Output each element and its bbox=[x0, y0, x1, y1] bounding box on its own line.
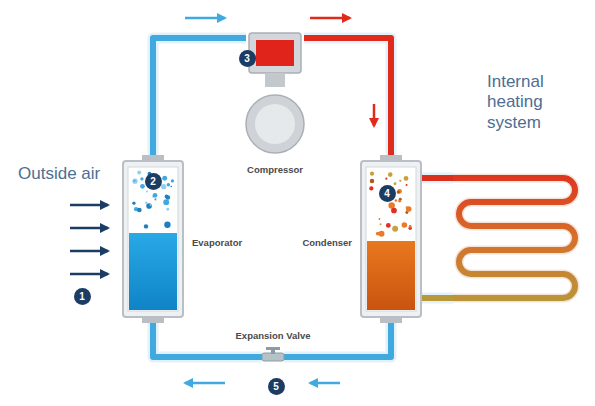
compressor-unit: Compressor bbox=[246, 30, 304, 156]
tank-shell bbox=[123, 161, 183, 317]
flow-arrows bbox=[185, 18, 374, 383]
valve-body bbox=[262, 353, 284, 361]
tank-glass bbox=[128, 167, 178, 311]
compressor-rotor bbox=[255, 104, 295, 144]
callout-number: 3 bbox=[239, 50, 256, 67]
refrigerant-pipe bbox=[422, 295, 453, 301]
pipe-glow bbox=[304, 38, 391, 155]
refrigerant-pipe bbox=[422, 175, 453, 181]
air-arrows bbox=[70, 205, 108, 274]
expansion-valve-figure bbox=[262, 348, 284, 366]
node-label: Expansion Valve bbox=[236, 330, 311, 341]
pipe-glow bbox=[153, 38, 246, 155]
tank-shell bbox=[361, 161, 421, 317]
flow-arrow bbox=[185, 382, 225, 385]
flow-arrow bbox=[373, 104, 376, 126]
refrigerant-pipe bbox=[153, 38, 246, 155]
compressor-neck bbox=[265, 73, 285, 87]
flow-arrow bbox=[310, 382, 340, 385]
node-label: Internal heating system bbox=[487, 72, 561, 133]
node-label: Compressor bbox=[247, 164, 303, 175]
gas-bubbles bbox=[369, 172, 412, 237]
callout-number: 2 bbox=[145, 173, 162, 190]
air-label: Outside air bbox=[18, 164, 100, 184]
condenser-tank-figure bbox=[360, 155, 422, 323]
liquid-fill bbox=[367, 241, 415, 310]
node-label: Evaporator bbox=[192, 237, 242, 248]
refrigerant-pipe bbox=[304, 38, 391, 155]
flow-arrow bbox=[310, 17, 350, 20]
condenser-tank: Condenser bbox=[360, 155, 422, 323]
callout-number: 5 bbox=[268, 378, 285, 395]
compressor-body bbox=[246, 95, 304, 153]
node-label: Condenser bbox=[302, 237, 352, 248]
tank-glass bbox=[366, 167, 416, 311]
valve-handle bbox=[266, 347, 280, 350]
callout-number: 4 bbox=[379, 185, 396, 202]
callout-number: 1 bbox=[74, 288, 91, 305]
expansion-valve: Expansion Valve bbox=[262, 348, 284, 366]
pipe-glow bbox=[422, 293, 453, 304]
heating-coil: Internal heating system bbox=[453, 70, 575, 310]
pipes bbox=[153, 38, 453, 357]
compression-chamber bbox=[256, 40, 294, 66]
heating-pipe bbox=[453, 178, 575, 298]
coil-glow bbox=[453, 178, 575, 298]
flow-arrow bbox=[185, 17, 225, 20]
compressor-head bbox=[249, 33, 301, 73]
pipe-glow bbox=[422, 173, 453, 184]
pipe-glows bbox=[153, 38, 453, 357]
gas-bubbles bbox=[132, 170, 174, 228]
compressor-unit-figure bbox=[246, 30, 304, 156]
liquid-fill bbox=[129, 233, 177, 310]
